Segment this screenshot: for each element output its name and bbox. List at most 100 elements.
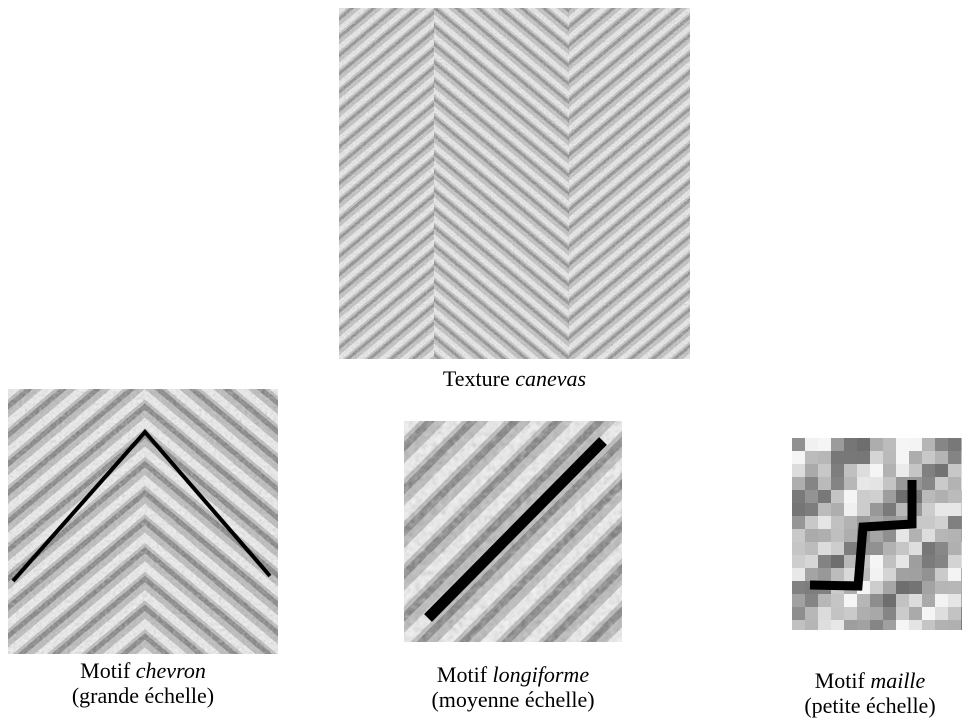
maille-texture-pixel xyxy=(935,529,948,542)
maille-texture-pixel xyxy=(857,594,870,607)
maille-texture-pixel xyxy=(792,568,805,581)
maille-texture-pixel xyxy=(818,594,831,607)
maille-texture-pixel xyxy=(831,438,844,451)
maille-caption-term: maille xyxy=(870,668,926,693)
maille-texture-pixel xyxy=(896,503,909,516)
maille-texture-pixel xyxy=(831,529,844,542)
maille-texture-pixel xyxy=(857,464,870,477)
maille-texture-pixel xyxy=(805,438,818,451)
canvas-caption-term: canevas xyxy=(515,366,587,391)
maille-texture-pixel xyxy=(883,477,896,490)
maille-texture-pixel xyxy=(818,568,831,581)
maille-texture-pixel xyxy=(831,594,844,607)
maille-texture-pixel xyxy=(818,516,831,529)
maille-texture-pixel xyxy=(870,529,883,542)
maille-texture-pixel xyxy=(948,607,961,620)
maille-texture-pixel xyxy=(948,555,961,568)
maille-texture-pixel xyxy=(792,438,805,451)
maille-texture-pixel xyxy=(961,490,962,503)
maille-texture-pixel xyxy=(948,620,961,630)
maille-texture-pixel xyxy=(844,516,857,529)
canvas-texture-pattern xyxy=(339,8,690,359)
longiforme-motif-graphic xyxy=(404,421,622,642)
maille-texture-pixel xyxy=(857,438,870,451)
maille-texture-pixel xyxy=(805,503,818,516)
maille-texture-pixel xyxy=(870,555,883,568)
maille-texture-pixel xyxy=(935,581,948,594)
maille-texture-pixel xyxy=(896,581,909,594)
maille-texture-pixel xyxy=(792,594,805,607)
maille-texture-pixel xyxy=(935,490,948,503)
maille-texture-pixel xyxy=(831,620,844,630)
maille-texture-pixel xyxy=(948,464,961,477)
maille-texture-pixel xyxy=(922,503,935,516)
maille-texture-pixel xyxy=(805,542,818,555)
maille-texture-pixel xyxy=(935,516,948,529)
maille-texture-pixel xyxy=(883,529,896,542)
maille-texture-pixel xyxy=(844,607,857,620)
maille-texture-pixel xyxy=(844,555,857,568)
maille-texture-pixel xyxy=(909,594,922,607)
maille-texture-pixel xyxy=(896,490,909,503)
maille-texture-pixel xyxy=(896,607,909,620)
maille-texture-pixel xyxy=(792,607,805,620)
maille-texture-pixel xyxy=(805,516,818,529)
maille-texture-pixel xyxy=(805,594,818,607)
maille-texture-pixel xyxy=(922,464,935,477)
maille-texture-pixel xyxy=(805,477,818,490)
maille-texture-pixel xyxy=(922,438,935,451)
maille-texture-pixel xyxy=(883,490,896,503)
maille-texture-pixel xyxy=(896,542,909,555)
maille-texture-pixel xyxy=(818,607,831,620)
maille-texture-pixel xyxy=(844,490,857,503)
chevron-caption-prefix: Motif xyxy=(80,658,136,683)
maille-texture-pixel xyxy=(818,438,831,451)
maille-texture-pixel xyxy=(909,581,922,594)
maille-texture-pixel xyxy=(883,555,896,568)
maille-texture-pixel xyxy=(896,555,909,568)
maille-caption-prefix: Motif xyxy=(814,668,871,693)
maille-caption-title: Motif maille xyxy=(770,668,970,693)
maille-texture-pixel xyxy=(792,490,805,503)
maille-texture-pixel xyxy=(961,529,962,542)
maille-texture-pixel xyxy=(922,477,935,490)
maille-texture-pixel xyxy=(857,477,870,490)
maille-texture-pixel xyxy=(935,503,948,516)
maille-texture-pixel xyxy=(935,464,948,477)
chevron-motif-graphic xyxy=(8,389,278,654)
maille-texture-pixel xyxy=(922,451,935,464)
maille-texture-pixel xyxy=(883,542,896,555)
maille-texture-pixel xyxy=(844,438,857,451)
maille-texture-pixel xyxy=(935,607,948,620)
maille-texture-pixel xyxy=(805,464,818,477)
maille-texture-pixel xyxy=(935,438,948,451)
maille-texture-pixel xyxy=(922,594,935,607)
maille-texture-pixel xyxy=(948,451,961,464)
maille-texture-pixel xyxy=(948,477,961,490)
maille-texture-pixel xyxy=(922,490,935,503)
maille-texture-pixel xyxy=(792,542,805,555)
maille-texture-pixel xyxy=(805,568,818,581)
maille-texture-pixel xyxy=(961,503,962,516)
maille-texture-pixel xyxy=(831,555,844,568)
maille-texture-pixel xyxy=(792,464,805,477)
maille-texture-pixel xyxy=(818,490,831,503)
maille-texture-pixel xyxy=(831,568,844,581)
maille-motif-graphic xyxy=(792,438,962,630)
maille-texture-pixel xyxy=(844,568,857,581)
maille-motif-image xyxy=(792,438,962,630)
maille-texture-pixel xyxy=(818,555,831,568)
maille-texture-pixel xyxy=(961,607,962,620)
maille-texture-pixel xyxy=(818,529,831,542)
maille-texture-pixel xyxy=(922,529,935,542)
maille-texture-pixel xyxy=(818,451,831,464)
maille-texture-pixel xyxy=(909,438,922,451)
maille-texture-pixel xyxy=(909,568,922,581)
maille-texture-pixel xyxy=(883,607,896,620)
maille-texture-pixel xyxy=(935,451,948,464)
maille-texture-pixel xyxy=(844,451,857,464)
canvas-caption-prefix: Texture xyxy=(442,366,516,391)
longiforme-caption-prefix: Motif xyxy=(436,662,493,687)
maille-texture-pixel xyxy=(792,516,805,529)
maille-texture-pixel xyxy=(883,451,896,464)
